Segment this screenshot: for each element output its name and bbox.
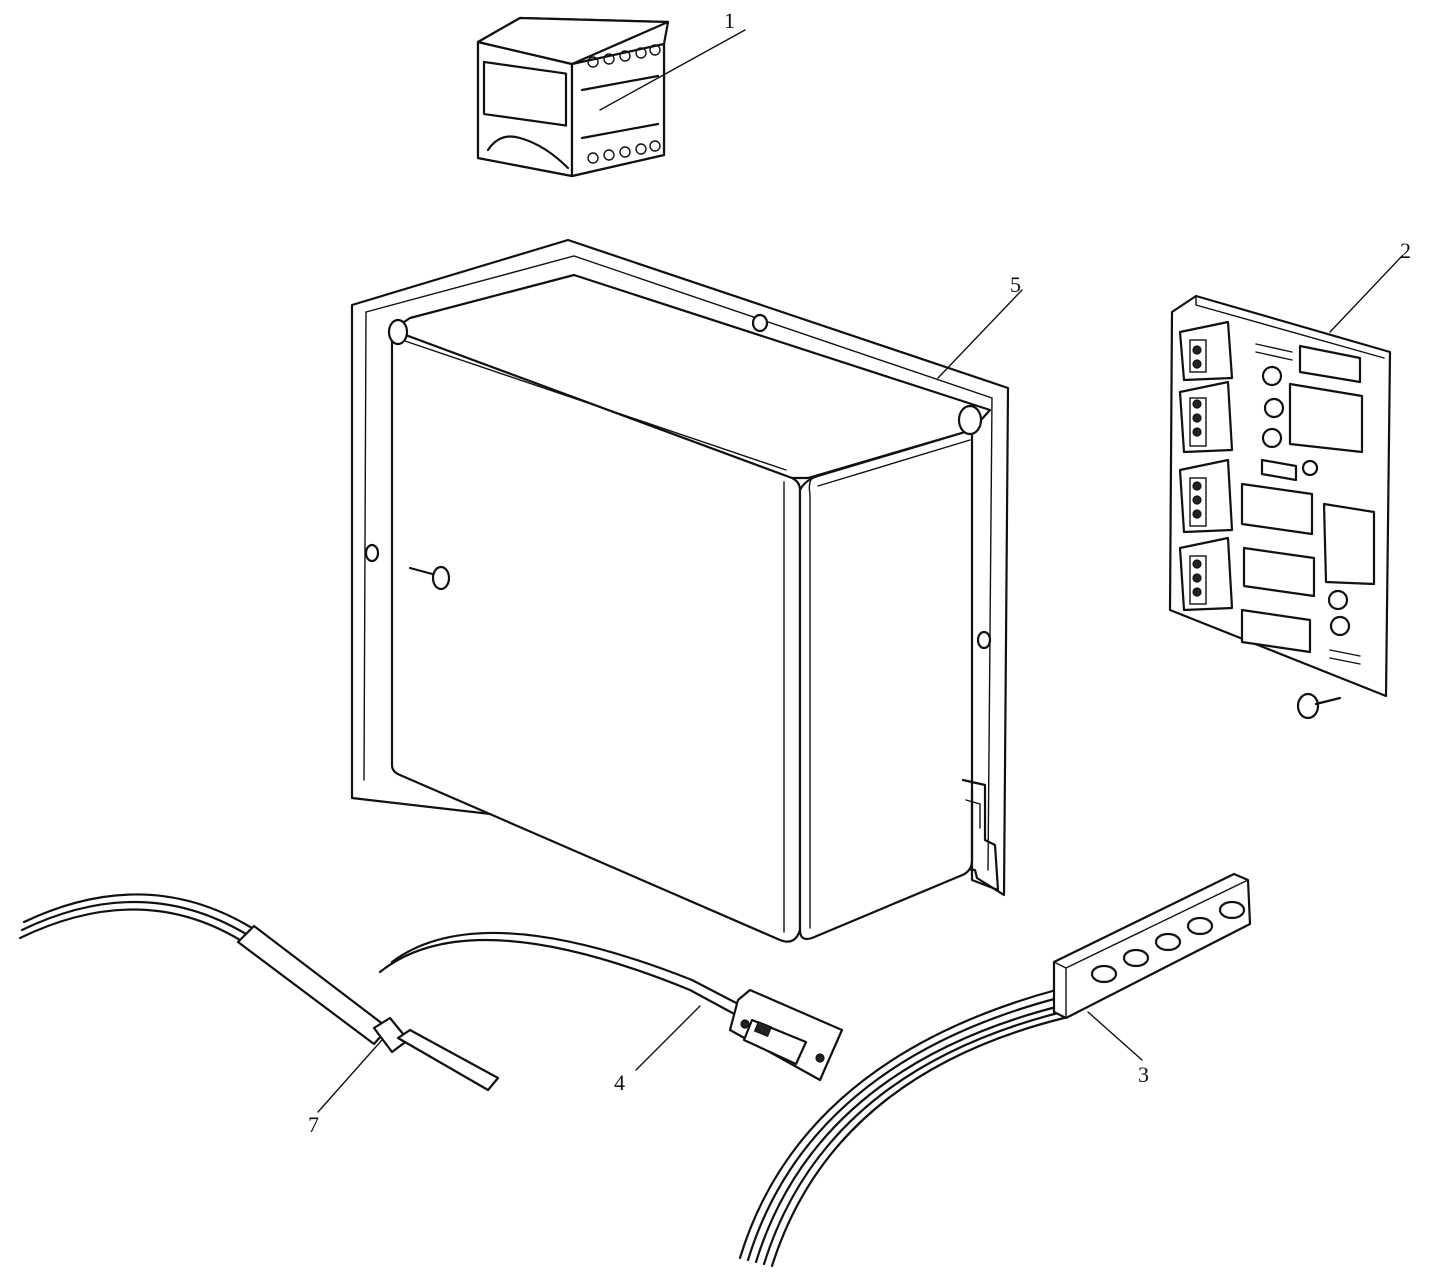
part-5-enclosure: 5 (350, 238, 1023, 943)
callout-7: 7 (308, 1112, 319, 1137)
part-7-probe: 7 (18, 893, 500, 1137)
callout-5: 5 (1010, 272, 1021, 297)
part-1-relay-module: 1 (476, 8, 746, 178)
part-3-led-strip: 3 (738, 872, 1252, 1268)
callout-1: 1 (724, 8, 735, 33)
callout-4: 4 (614, 1070, 625, 1095)
callout-2: 2 (1400, 238, 1411, 263)
part-2-circuit-board: 2 (1168, 238, 1411, 720)
part-4-sensor: 4 (378, 931, 844, 1095)
callout-3: 3 (1138, 1062, 1149, 1087)
